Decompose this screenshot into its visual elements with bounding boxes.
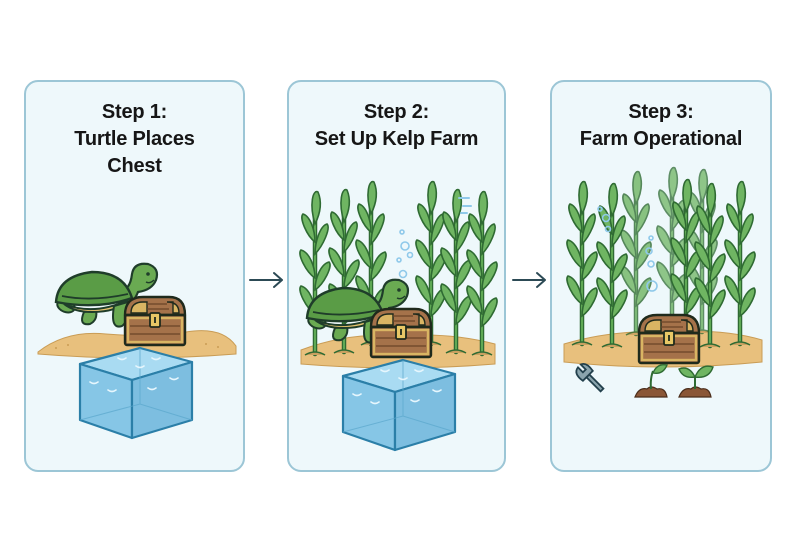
- arrow-right-icon-1: [249, 272, 283, 288]
- step-1-title-line-2: Chest: [107, 155, 162, 177]
- chest-icon: [369, 307, 433, 359]
- bubbles-icon: [597, 206, 658, 292]
- step-card-1: Step 1: Turtle Places Chest: [24, 80, 245, 472]
- arrow-right-icon-2: [512, 272, 546, 288]
- step-card-3: Step 3: Farm Operational: [550, 80, 772, 472]
- step-1-illustration: [37, 262, 237, 440]
- step-1-title: Step 1: Turtle Places Chest: [26, 99, 243, 180]
- step-3-title: Step 3: Farm Operational: [552, 99, 770, 153]
- water-block-icon: [341, 358, 457, 452]
- step-2-number: Step 2:: [363, 101, 430, 123]
- chest-icon: [637, 313, 701, 365]
- sprout-small-icon: [634, 363, 668, 398]
- step-3-title-line-1: Farm Operational: [579, 128, 743, 150]
- bubbles-icon: [396, 229, 414, 279]
- sprout-large-icon: [678, 365, 714, 398]
- step-1-title-line-1: Turtle Places: [74, 128, 195, 150]
- step-2-title-line-1: Set Up Kelp Farm: [314, 128, 479, 150]
- step-2-illustration: [289, 82, 508, 452]
- wrench-icon: [575, 362, 605, 393]
- step-card-2: Step 2: Set Up Kelp Farm: [287, 80, 506, 472]
- water-block-icon: [78, 346, 194, 440]
- chest-icon: [123, 295, 187, 347]
- step-3-illustration: [563, 82, 763, 398]
- step-1-number: Step 1:: [101, 101, 168, 123]
- step-3-number: Step 3:: [628, 101, 694, 123]
- step-2-title: Step 2: Set Up Kelp Farm: [289, 99, 504, 153]
